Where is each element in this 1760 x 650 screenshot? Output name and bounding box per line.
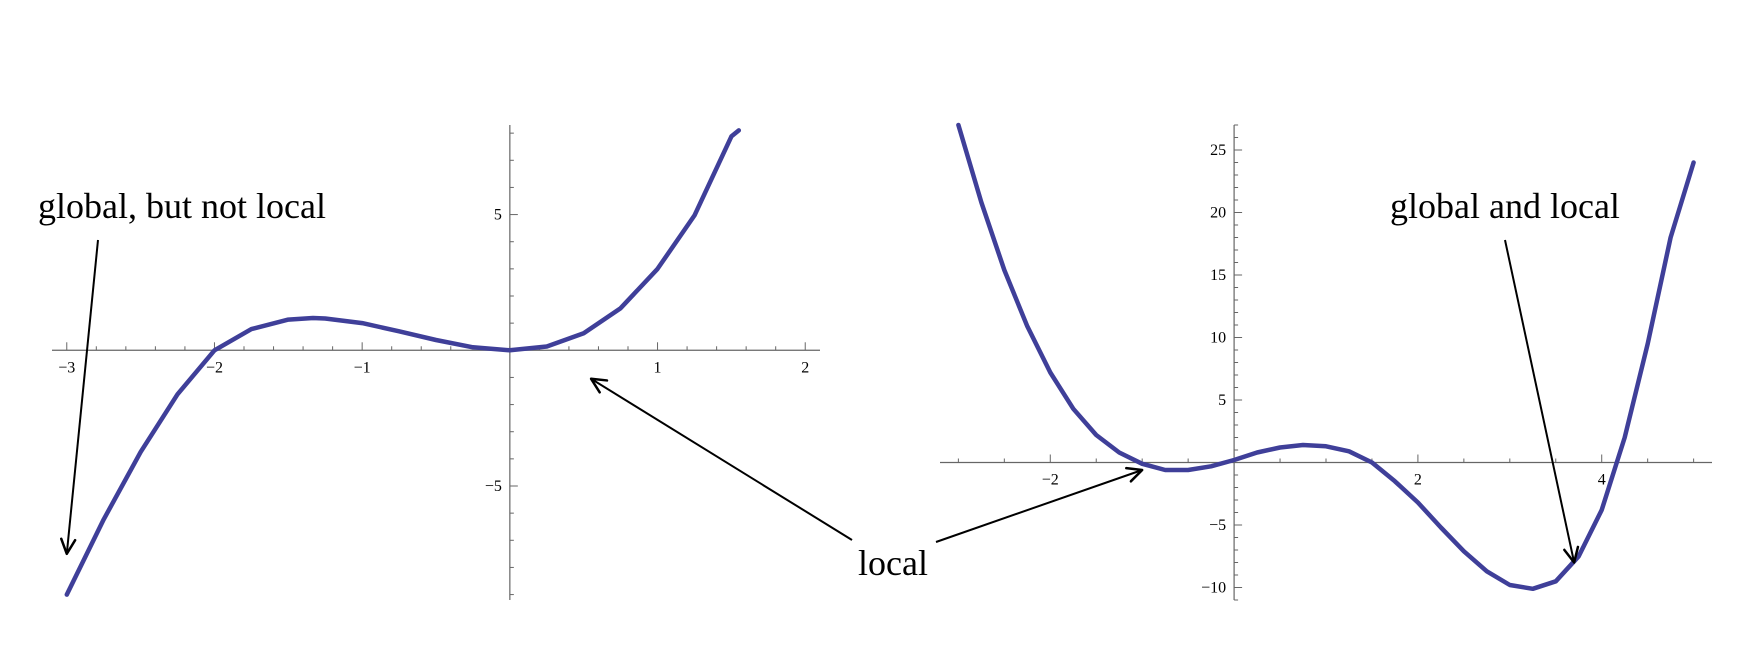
annotation-global-but-not-local: global, but not local <box>38 186 326 226</box>
y-tick-label: −5 <box>1209 517 1226 534</box>
y-tick-label: 15 <box>1210 267 1226 284</box>
annotation-global-and-local: global and local <box>1390 186 1620 226</box>
arrow-global-but-not-local-head <box>60 537 77 556</box>
x-tick-label: 2 <box>1414 472 1422 489</box>
x-tick-label: −3 <box>58 359 75 376</box>
arrow-global-and-local-head <box>1563 545 1580 564</box>
x-tick-label: −2 <box>1042 472 1059 489</box>
x-tick-label: −1 <box>354 359 371 376</box>
y-tick-label: −10 <box>1201 580 1226 597</box>
y-tick-label: 25 <box>1210 142 1226 159</box>
y-tick-label: 5 <box>494 207 502 224</box>
arrow-local-left <box>590 377 853 541</box>
x-tick-label: −2 <box>206 359 223 376</box>
y-tick-label: −5 <box>485 478 502 495</box>
y-tick-label: 10 <box>1210 330 1226 347</box>
y-tick-label: 5 <box>1218 392 1226 409</box>
left-chart: −3 −2 −1 1 2 −5 5 <box>52 125 820 600</box>
arrow-local-right-head <box>1125 466 1144 483</box>
series-line <box>956 122 1696 592</box>
annotation-local: local <box>858 543 928 583</box>
y-tick-label: 20 <box>1210 205 1226 222</box>
annotations: global, but not local global and local l… <box>38 186 1620 583</box>
right-chart: −2 2 4 −10 −5 5 10 15 20 25 <box>940 122 1712 601</box>
series-line <box>64 128 742 597</box>
arrow-local-right <box>935 469 1143 543</box>
arrow-global-and-local <box>1504 239 1576 563</box>
x-tick-label: 4 <box>1598 472 1606 489</box>
x-tick-label: 2 <box>801 359 809 376</box>
arrow-global-but-not-local <box>65 239 99 554</box>
x-tick-label: 1 <box>654 359 662 376</box>
arrow-local-left-head <box>589 377 609 394</box>
